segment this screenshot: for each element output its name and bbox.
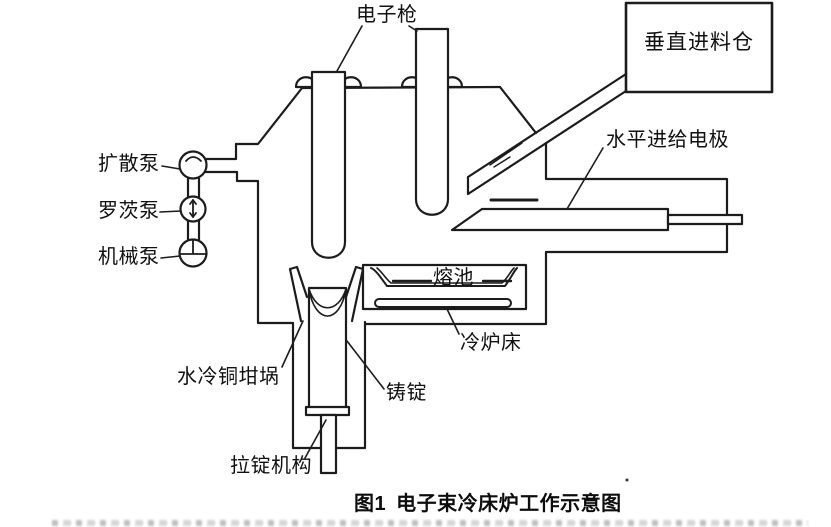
crucible-and-ingot <box>288 265 365 475</box>
crucible-leader <box>281 320 304 368</box>
horizontal-feed-electrode-assembly <box>450 198 744 232</box>
mechanical-pump-leader <box>160 255 181 259</box>
crucible-left-plate <box>288 265 309 323</box>
molten-meniscus <box>308 288 347 317</box>
roots-pump-arrow-glyph <box>189 199 197 218</box>
feed-chute-highlight <box>489 142 523 168</box>
electron-gun-tube-right <box>414 27 450 216</box>
pump-train <box>178 150 208 268</box>
label-mechanical-pump: 机械泵 <box>98 246 160 268</box>
label-cold-hearth: 冷炉床 <box>460 332 522 354</box>
electrode-bar <box>450 207 670 232</box>
diffusion-pump-leader <box>161 165 181 170</box>
pull-rod <box>319 413 338 475</box>
feed-chute <box>466 72 628 196</box>
figure-caption-title: 电子束冷床炉工作示意图 <box>396 493 622 515</box>
label-ingot-pulling-mechanism: 拉锭机构 <box>230 455 312 477</box>
label-ingot: 铸锭 <box>386 382 427 404</box>
hearth-dish-inner <box>376 267 515 284</box>
figure-caption: 图1 电子束冷床炉工作示意图 <box>354 487 622 516</box>
label-roots-pump: 罗茨泵 <box>98 200 160 222</box>
label-horizontal-feed-electrode: 水平进给电极 <box>606 129 729 151</box>
electrode-leader <box>566 147 604 210</box>
label-water-cooled-copper-crucible: 水冷铜坩埚 <box>177 366 280 388</box>
pull-mechanism-leader <box>304 419 327 459</box>
label-diffusion-pump: 扩散泵 <box>98 153 160 175</box>
electron-gun-tube-left <box>310 70 347 259</box>
label-vertical-feed-chamber: 垂直进料仓 <box>644 31 754 54</box>
cold-hearth-assembly <box>361 263 528 311</box>
hearth-dish-outer <box>370 267 518 287</box>
roots-pump-leader <box>159 210 182 213</box>
diffusion-pump-symbol <box>178 150 208 180</box>
electron-guns <box>294 27 464 259</box>
ingot-base-plate <box>304 405 351 417</box>
diffusion-pump-glyph <box>185 156 202 162</box>
electrode-push-rod <box>666 213 744 226</box>
vertical-feed-chamber-box <box>624 1 774 94</box>
mechanical-pump-glyph <box>180 239 207 255</box>
figure-caption-number: 图1 <box>354 493 387 515</box>
label-electron-gun: 电子枪 <box>356 4 418 26</box>
cropped-text-line <box>52 520 808 526</box>
pump-connector-tube <box>186 176 201 199</box>
label-melt-pool: 熔池 <box>433 267 474 289</box>
leader-lines <box>159 25 604 459</box>
chamber-outline <box>203 85 729 450</box>
stray-ink-dot <box>625 478 629 482</box>
mold-walls <box>307 286 348 409</box>
pump-connector-tube <box>186 219 201 242</box>
ingot-leader <box>346 340 385 390</box>
electron-gun-leader <box>336 25 418 72</box>
cold-hearth-leader <box>446 308 460 335</box>
crucible-right-plate <box>344 265 365 323</box>
hearth-cooling-channel <box>374 298 512 308</box>
vertical-feed-assembly <box>466 1 774 196</box>
